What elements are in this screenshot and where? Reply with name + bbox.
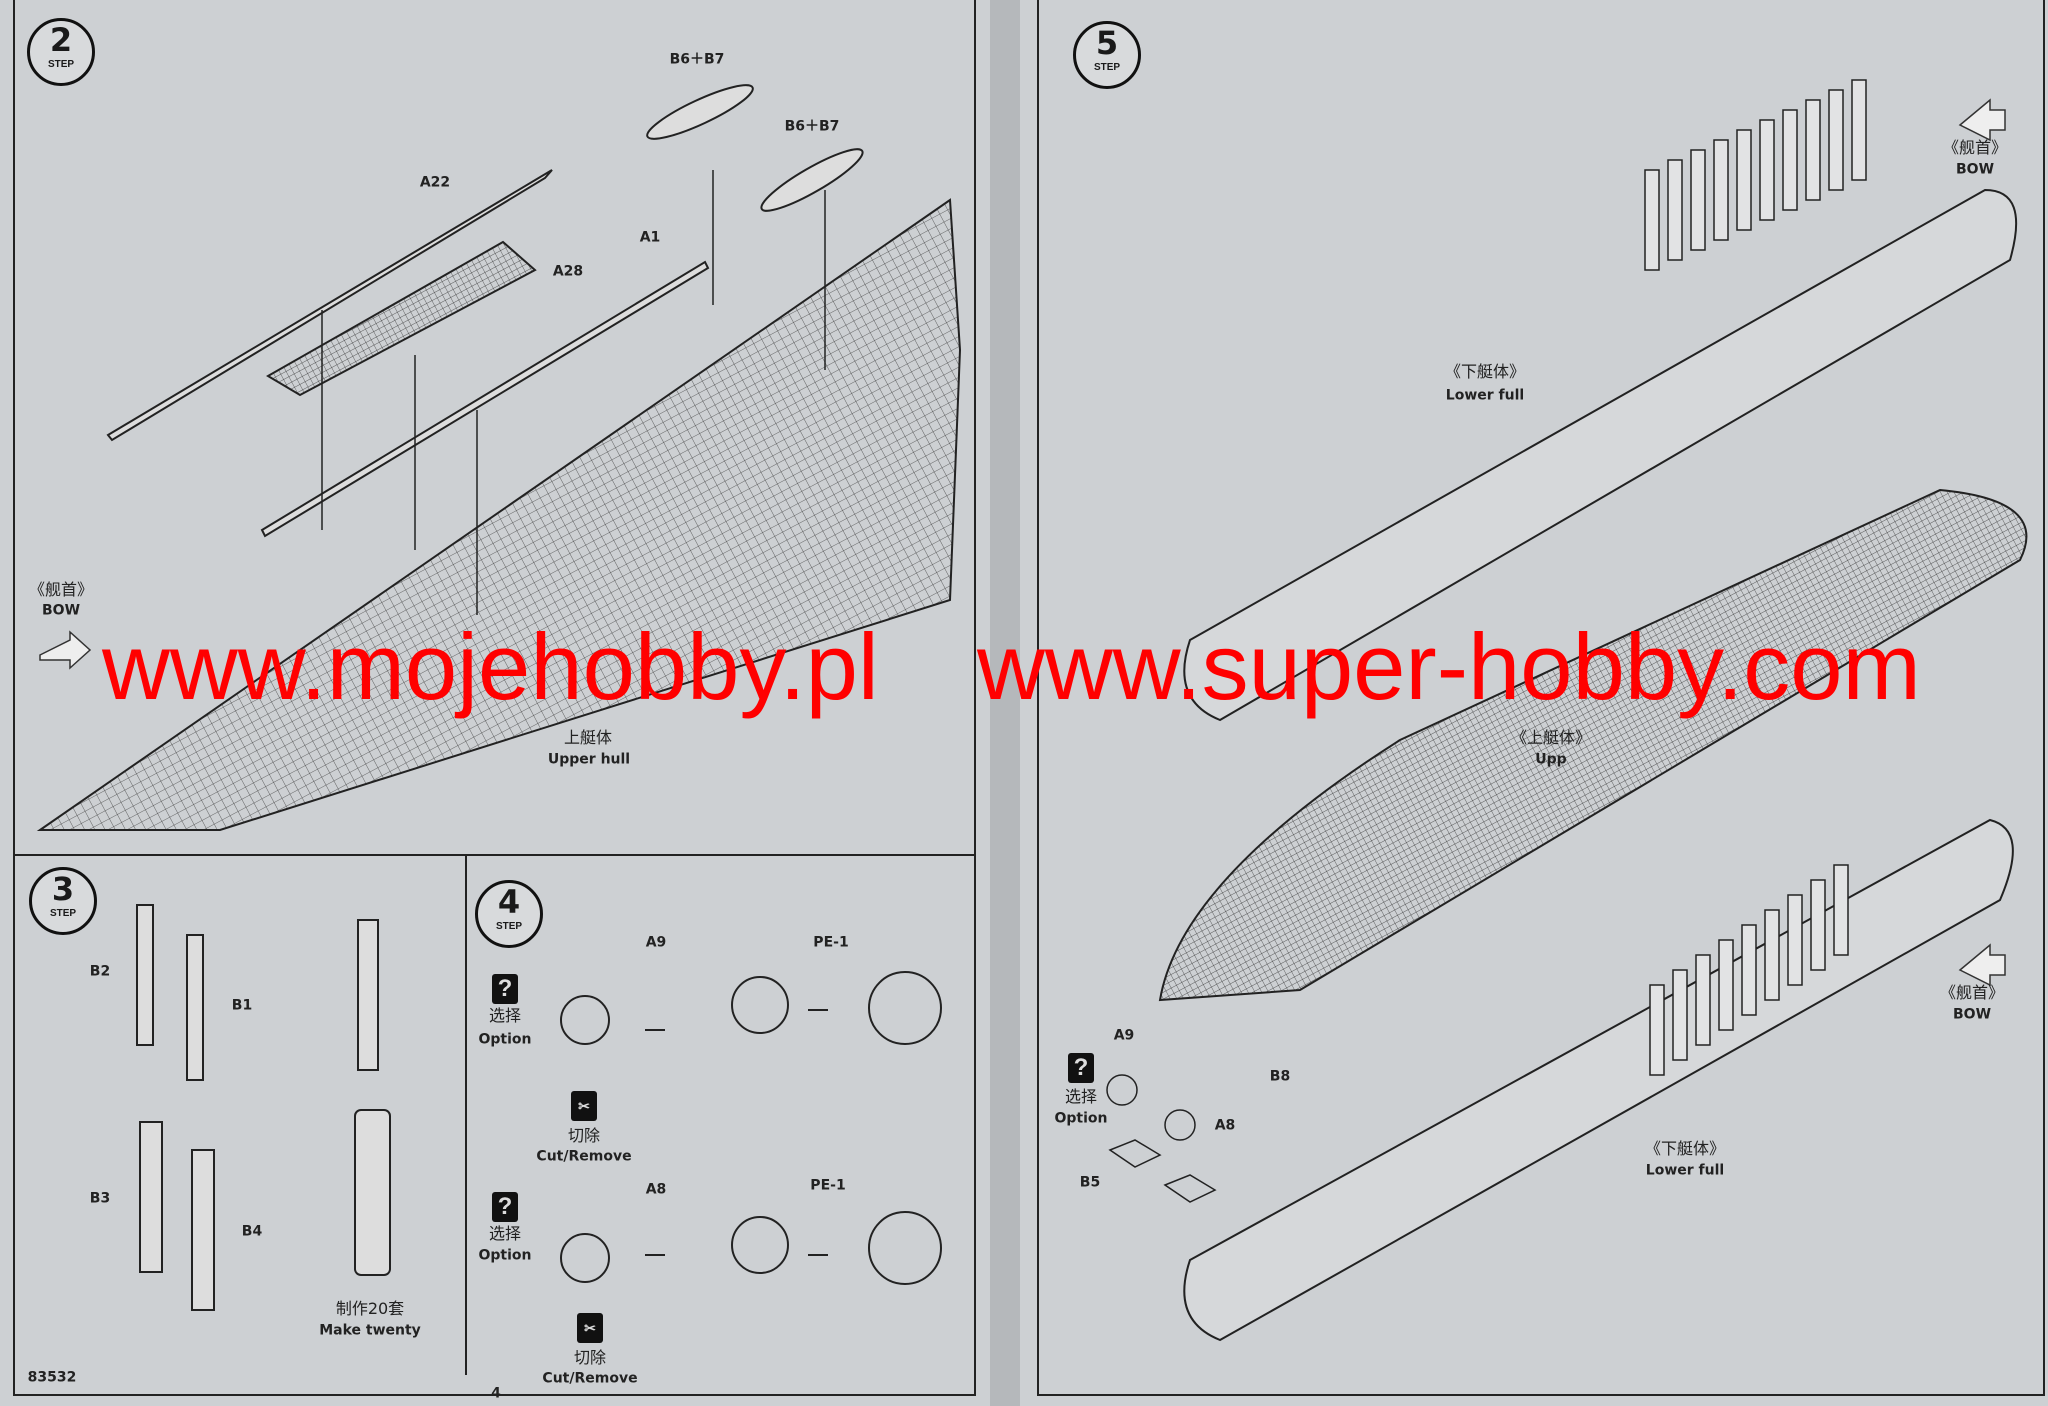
upper-hull-label-cn: 上艇体 bbox=[563, 728, 613, 748]
option-label-cn: 选择 bbox=[488, 1006, 522, 1026]
propeller-assembled-2 bbox=[731, 1216, 789, 1274]
make-twenty-en: Make twenty bbox=[319, 1322, 421, 1339]
part-label-a1: A1 bbox=[639, 229, 661, 246]
step-word: STEP bbox=[49, 908, 77, 919]
bow-arrow-left bbox=[39, 630, 92, 670]
cut-label-en: Cut/Remove bbox=[536, 1148, 632, 1165]
propeller-a8 bbox=[560, 1233, 610, 1283]
missile-tubes-top bbox=[1644, 79, 1867, 271]
option-label-en: Option bbox=[478, 1031, 532, 1048]
option-question-icon: ? bbox=[492, 974, 518, 1004]
catalog-number: 83532 bbox=[27, 1369, 77, 1386]
bow-arrow-right-top bbox=[1958, 98, 2006, 142]
bow-label-cn: 《舰首》 bbox=[1942, 138, 2008, 158]
part-a28 bbox=[266, 240, 537, 397]
part-label-a28: A28 bbox=[552, 263, 584, 280]
cut-icon: ✂ bbox=[571, 1091, 597, 1121]
part-a22 bbox=[106, 169, 553, 442]
right-page-frame bbox=[1037, 0, 2045, 1396]
upper-hull-step2 bbox=[36, 198, 962, 831]
option-label-cn: 选择 bbox=[1064, 1087, 1098, 1107]
page-number: 4 bbox=[491, 1385, 501, 1402]
step-number: 2 bbox=[49, 21, 73, 59]
upper-hull-label-en: Upper hull bbox=[547, 751, 631, 768]
bow-label-en: BOW bbox=[41, 602, 81, 619]
part-label-b6b7: B6＋B7 bbox=[784, 118, 840, 135]
part-b4 bbox=[191, 1149, 215, 1311]
lower-hull-top bbox=[1183, 188, 2018, 722]
part-label-b2: B2 bbox=[89, 963, 111, 980]
bow-label-cn: 《舰首》 bbox=[28, 580, 94, 600]
lower-hull-label-en: Lower full bbox=[1645, 1162, 1725, 1179]
watermark-right: www.super-hobby.com bbox=[977, 614, 1921, 719]
part-label-a8: A8 bbox=[645, 1181, 667, 1198]
part-b1 bbox=[186, 934, 204, 1081]
part-label-b1: B1 bbox=[231, 997, 253, 1014]
part-label-pe1: PE-1 bbox=[810, 1177, 846, 1194]
step-number: 3 bbox=[51, 870, 75, 908]
step-number: 4 bbox=[497, 883, 521, 921]
lower-hull-label-cn: 《下艇体》 bbox=[1444, 362, 1526, 382]
bow-arrow-right-bottom bbox=[1958, 943, 2006, 987]
assembled-tube-top bbox=[357, 919, 379, 1071]
part-a1 bbox=[260, 260, 710, 538]
part-b5-b bbox=[1163, 1174, 1217, 1203]
upper-hull-label-cn: 《上艇体》 bbox=[1510, 728, 1592, 748]
part-label-a9: A9 bbox=[1113, 1027, 1135, 1044]
part-label-a9: A9 bbox=[645, 934, 667, 951]
bow-label-en: BOW bbox=[1955, 161, 1995, 178]
propeller-a9 bbox=[560, 995, 610, 1045]
part-label-a8: A8 bbox=[1214, 1117, 1236, 1134]
watermark-left: www.mojehobby.pl bbox=[102, 614, 879, 719]
upper-hull-label-en: Upp bbox=[1535, 751, 1567, 768]
pe1-propeller-1 bbox=[868, 971, 942, 1045]
propeller-a9-step5 bbox=[1106, 1074, 1138, 1106]
make-twenty-cn: 制作20套 bbox=[335, 1299, 405, 1319]
pe1-propeller-2 bbox=[868, 1211, 942, 1285]
part-b6b7-a bbox=[646, 84, 754, 140]
step-word: STEP bbox=[495, 921, 523, 932]
option-question-icon: ? bbox=[1068, 1053, 1094, 1083]
part-b2 bbox=[136, 904, 154, 1046]
part-label-b6b7: B6＋B7 bbox=[669, 51, 725, 68]
part-b6b7-b bbox=[760, 148, 864, 212]
propeller-assembled-1 bbox=[731, 976, 789, 1034]
lower-hull-bottom bbox=[1183, 818, 2014, 1342]
cut-label-cn: 切除 bbox=[567, 1126, 601, 1146]
part-label-pe1: PE-1 bbox=[813, 934, 849, 951]
lower-hull-label-cn: 《下艇体》 bbox=[1644, 1139, 1726, 1159]
bow-label-cn: 《舰首》 bbox=[1939, 983, 2005, 1003]
part-label-b4: B4 bbox=[241, 1223, 263, 1240]
cut-label-en: Cut/Remove bbox=[542, 1370, 638, 1387]
cut-icon: ✂ bbox=[577, 1313, 603, 1343]
option-label-en: Option bbox=[478, 1247, 532, 1264]
assembled-tube-bottom bbox=[354, 1109, 391, 1276]
option-question-icon: ? bbox=[492, 1192, 518, 1222]
cut-label-cn: 切除 bbox=[573, 1348, 607, 1368]
lower-hull-label-en: Lower full bbox=[1445, 387, 1525, 404]
step-number: 5 bbox=[1095, 24, 1119, 62]
propeller-a8-step5 bbox=[1164, 1109, 1196, 1141]
part-label-b3: B3 bbox=[89, 1190, 111, 1207]
bow-label-en: BOW bbox=[1952, 1006, 1992, 1023]
step-word: STEP bbox=[1093, 62, 1121, 73]
part-label-a22: A22 bbox=[419, 174, 451, 191]
left-page-frame bbox=[13, 0, 976, 1396]
option-label-cn: 选择 bbox=[488, 1224, 522, 1244]
option-label-en: Option bbox=[1054, 1110, 1108, 1127]
part-b3 bbox=[139, 1121, 163, 1273]
part-b5-a bbox=[1108, 1139, 1162, 1168]
missile-tubes-bottom bbox=[1649, 864, 1849, 1076]
step-word: STEP bbox=[47, 59, 75, 70]
part-label-b5: B5 bbox=[1079, 1174, 1101, 1191]
upper-hull-step5 bbox=[1158, 488, 2028, 1002]
part-label-b8: B8 bbox=[1269, 1068, 1291, 1085]
